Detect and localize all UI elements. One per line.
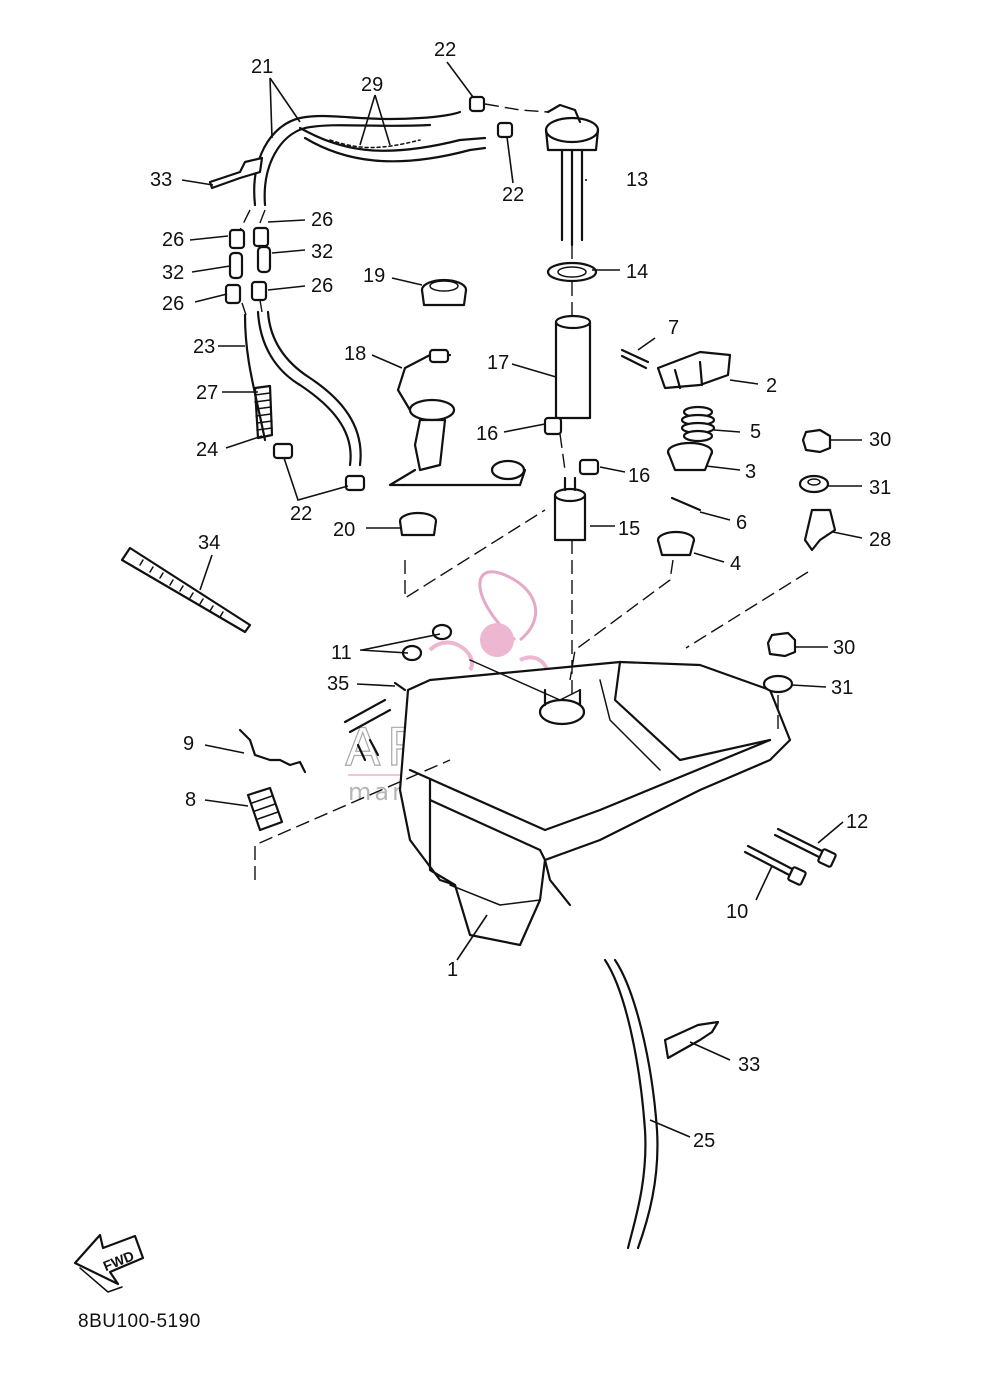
label-8: 8	[185, 789, 196, 811]
assembly-lines	[239, 209, 809, 880]
strap-34	[120, 546, 252, 634]
label-16-b: 16	[628, 465, 650, 487]
label-3: 3	[745, 461, 756, 483]
label-21: 21	[251, 56, 273, 78]
hoses-lower-left	[243, 310, 362, 467]
label-26-c: 26	[162, 293, 184, 315]
clamp-16-b	[578, 458, 600, 476]
clip-9	[238, 728, 307, 774]
bolt-12	[773, 827, 837, 868]
label-25: 25	[693, 1130, 715, 1152]
label-32-b: 32	[311, 241, 333, 263]
label-12: 12	[846, 811, 868, 833]
washer-31-upper	[798, 474, 830, 494]
part-labels: 1 2 3 4 5 6 7 8 9 10 11 12 13 14 15 16 1…	[150, 39, 891, 1152]
label-22-a: 22	[434, 39, 456, 61]
washer-31-lower	[762, 674, 794, 694]
label-26-d: 26	[311, 275, 333, 297]
label-30-b: 30	[833, 637, 855, 659]
label-22-c: 22	[290, 503, 312, 525]
filler-pipe	[554, 314, 592, 420]
tag-33-upper	[208, 156, 264, 190]
label-22-b: 22	[502, 184, 524, 206]
label-14: 14	[626, 261, 648, 283]
label-28: 28	[869, 529, 891, 551]
label-6: 6	[736, 512, 747, 534]
label-30-a: 30	[869, 429, 891, 451]
lock-3	[666, 441, 714, 472]
clamp-22-lower-a	[272, 442, 294, 460]
spring-5	[680, 405, 716, 443]
label-2: 2	[766, 375, 777, 397]
label-35: 35	[327, 673, 349, 695]
label-31-a: 31	[869, 477, 891, 499]
pin-35	[393, 681, 407, 692]
label-5: 5	[750, 421, 761, 443]
label-34: 34	[198, 532, 220, 554]
cap-4	[656, 530, 696, 557]
pin-6	[670, 496, 702, 512]
fuel-tank	[398, 659, 792, 947]
leader-lines	[181, 61, 863, 1138]
vent-8	[246, 786, 284, 832]
clamp-22-top	[468, 95, 486, 113]
assembly-line-top	[484, 103, 549, 113]
label-18: 18	[344, 343, 366, 365]
fuel-sender-unit	[544, 103, 600, 247]
hose-clamps-left	[224, 226, 272, 305]
grommet-20	[398, 511, 438, 537]
label-26-b: 26	[311, 209, 333, 231]
fuel-pump-assembly	[388, 348, 527, 487]
label-20: 20	[333, 519, 355, 541]
label-4: 4	[730, 553, 741, 575]
label-16-a: 16	[476, 423, 498, 445]
tag-33-lower	[663, 1020, 720, 1060]
hose-stub-end	[356, 738, 380, 762]
grommet-11-b	[431, 623, 453, 641]
nut-30-lower	[766, 631, 797, 658]
clamp-22-lower-b	[344, 474, 366, 492]
filler-cap	[420, 278, 468, 307]
clamp-16-a	[543, 416, 563, 436]
diagram-code: 8BU100-5190	[78, 1311, 201, 1332]
nut-30-upper	[801, 428, 832, 454]
label-19: 19	[363, 265, 385, 287]
label-27: 27	[196, 382, 218, 404]
label-9: 9	[183, 733, 194, 755]
clamp-22-mid	[496, 121, 514, 139]
label-32-a: 32	[162, 262, 184, 284]
fwd-arrow: FWD	[73, 1233, 145, 1293]
sender-gasket	[546, 261, 598, 283]
sender-gasket-inner	[557, 266, 587, 278]
bracket-2	[656, 350, 732, 390]
bracket-28	[803, 508, 837, 552]
fuel-hoses	[253, 110, 487, 207]
bolt-10	[743, 844, 807, 886]
label-23: 23	[193, 336, 215, 358]
hose-stub	[343, 698, 392, 734]
label-1: 1	[447, 959, 458, 981]
label-33-a: 33	[150, 169, 172, 191]
drain-hose-25	[603, 958, 659, 1250]
label-17: 17	[487, 352, 509, 374]
label-15: 15	[618, 518, 640, 540]
label-24: 24	[196, 439, 218, 461]
label-29: 29	[361, 74, 383, 96]
fuel-filter	[553, 476, 587, 542]
pin-7	[620, 348, 650, 370]
label-7: 7	[668, 317, 679, 339]
washer-31-upper-hole	[807, 478, 821, 486]
label-33-b: 33	[738, 1054, 760, 1076]
label-13: 13	[626, 169, 648, 191]
label-26-a: 26	[162, 229, 184, 251]
label-11: 11	[331, 642, 352, 664]
label-10: 10	[726, 901, 748, 923]
label-31-b: 31	[831, 677, 853, 699]
